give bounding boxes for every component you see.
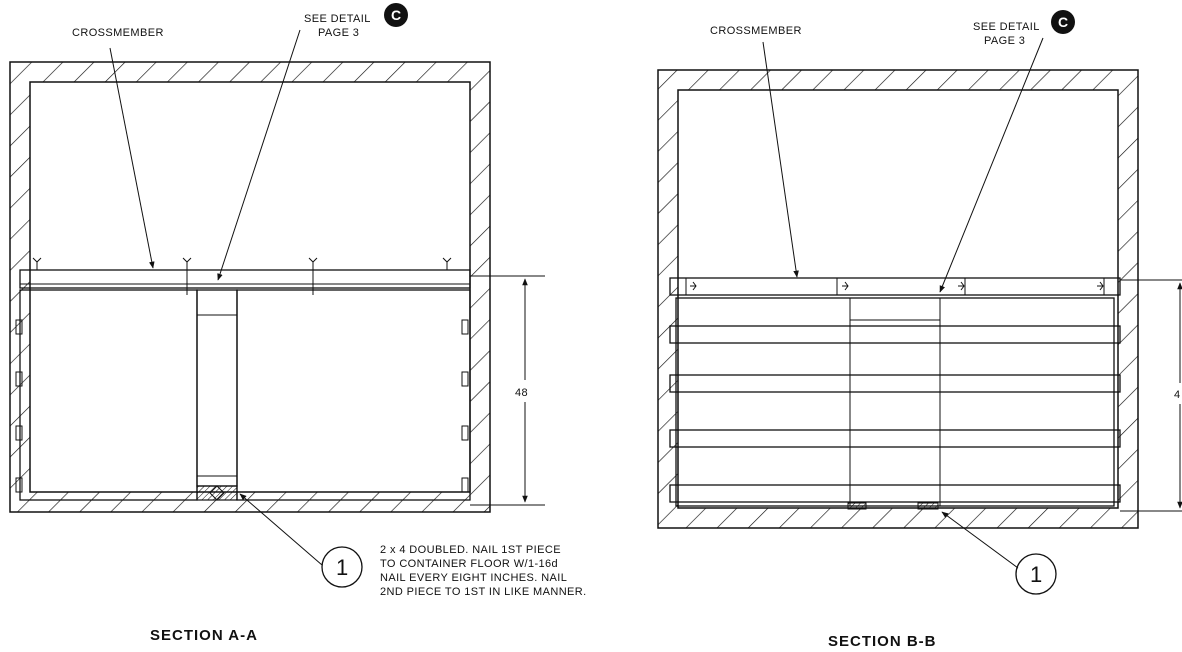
section-a-detail-letter: C [391,7,401,23]
section-a-nail-marks [32,257,452,270]
section-b-detail-leader [939,37,1044,293]
section-a-callout-leader [239,493,323,566]
section-a-cleats [15,319,469,493]
section-b-cargo-stack [669,297,1121,507]
section-b-see-detail-line1: SEE DETAIL [973,21,1040,33]
section-b-callout-number: 1 [1030,562,1042,587]
section-a-title: SECTION A-A [150,627,258,644]
section-b-detail-badge [1051,10,1075,34]
section-a-crossmember [19,269,471,289]
section-a: 48 CROSSMEMBER SEE DETAIL PAGE 3 C 1 2 x… [9,3,587,644]
section-a-detail-badge [384,3,408,27]
section-b: 4 CROSSMEMBER SEE DETAIL PAGE 3 C 1 SECT… [657,10,1182,650]
section-a-cargo-right [236,289,471,501]
section-b-see-detail-line2: PAGE 3 [984,35,1025,47]
section-b-dimension-label: 4 [1174,389,1181,401]
section-a-see-detail-line2: PAGE 3 [318,27,359,39]
section-a-container-wall [9,61,491,513]
section-a-crossmember-leader [109,47,155,269]
section-b-blocking [847,502,939,510]
section-b-container-wall [657,69,1139,529]
section-a-note: 2 x 4 DOUBLED. NAIL 1ST PIECE TO CONTAIN… [380,544,587,598]
section-b-crossmember [669,277,1121,296]
section-b-callout-leader [941,511,1019,569]
section-b-dimension: 4 [1120,279,1182,512]
section-b-nail-marks [690,281,1104,291]
section-a-blocking [196,485,238,501]
section-a-cargo-left [19,289,198,501]
section-b-title: SECTION B-B [828,633,937,650]
note-line-2: TO CONTAINER FLOOR W/1-16d [380,558,558,570]
note-line-1: 2 x 4 DOUBLED. NAIL 1ST PIECE [380,544,561,556]
section-a-callout-number: 1 [336,555,348,580]
section-a-dimension: 48 [470,275,545,506]
section-a-see-detail-line1: SEE DETAIL [304,13,371,25]
section-a-crossmember-label: CROSSMEMBER [72,27,164,39]
section-a-callout-circle [321,546,363,588]
note-line-3: NAIL EVERY EIGHT INCHES. NAIL [380,572,567,584]
section-a-center-spacer [196,289,238,487]
section-b-crossmember-leader [762,41,799,278]
section-b-callout-circle [1015,553,1057,595]
section-a-detail-leader [217,29,301,281]
section-a-dimension-label: 48 [515,387,528,399]
note-line-4: 2ND PIECE TO 1ST IN LIKE MANNER. [380,586,587,598]
section-b-crossmember-label: CROSSMEMBER [710,25,802,37]
section-b-detail-letter: C [1058,14,1068,30]
